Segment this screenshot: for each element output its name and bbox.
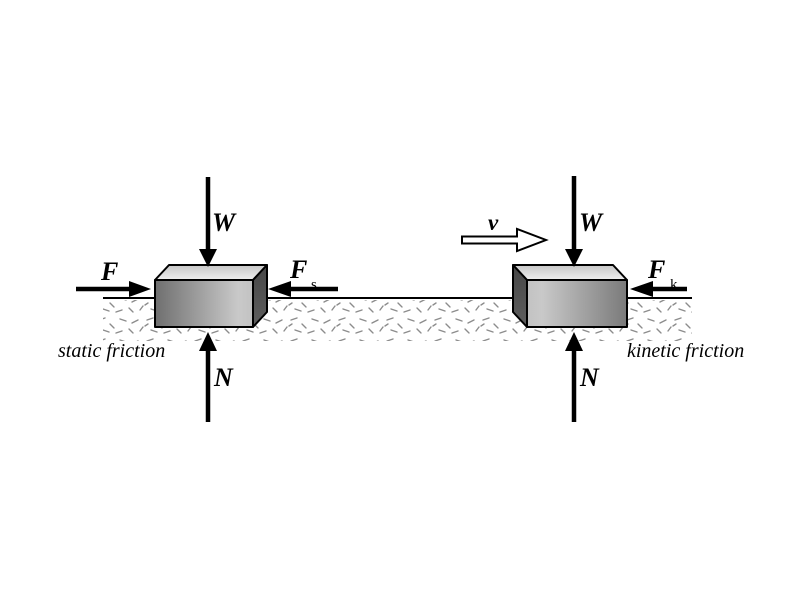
static-normal-arrow [199, 332, 217, 422]
kinetic-friction-arrow [630, 281, 687, 297]
kinetic-weight-label: W [579, 208, 604, 237]
kinetic-friction-label: F [647, 255, 665, 284]
arrowhead-right-icon [129, 281, 151, 297]
velocity-arrow [461, 227, 549, 253]
applied-force-label: F [100, 257, 118, 286]
arrowhead-up-icon [199, 332, 217, 351]
static-block-front-face [154, 279, 254, 328]
arrowhead-down-icon [199, 249, 217, 267]
velocity-label: v [488, 210, 499, 235]
static-friction-caption: static friction [58, 340, 165, 362]
static-friction-subscript: s [311, 277, 317, 293]
static-block [154, 264, 268, 328]
applied-force-arrow [76, 281, 151, 297]
kinetic-friction-caption: kinetic friction [627, 340, 744, 362]
static-friction-label: F [289, 255, 307, 284]
static-friction-arrow [268, 281, 338, 297]
kinetic-normal-label: N [579, 363, 600, 392]
arrowhead-up-icon [565, 332, 583, 351]
kinetic-block [512, 264, 628, 328]
kinetic-normal-arrow [565, 332, 583, 422]
static-normal-label: N [213, 363, 234, 392]
static-weight-arrow [199, 177, 217, 267]
arrowhead-left-icon [268, 281, 291, 297]
arrowhead-left-icon [630, 281, 653, 297]
kinetic-block-front-face [526, 279, 628, 328]
kinetic-weight-arrow [565, 176, 583, 267]
static-block-top-face [154, 264, 268, 281]
static-weight-label: W [212, 208, 237, 237]
kinetic-friction-subscript: k [670, 277, 678, 293]
kinetic-block-top-face [512, 264, 628, 281]
arrowhead-down-icon [565, 249, 583, 267]
